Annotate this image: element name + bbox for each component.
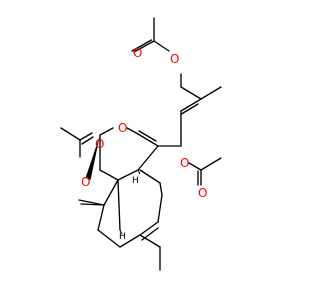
bond — [137, 133, 159, 147]
bond — [141, 227, 159, 241]
stereo-hash-bonds — [119, 169, 141, 235]
atom-label-o: O — [95, 137, 104, 151]
right-acetate-group — [188, 157, 222, 186]
carbocycle — [78, 169, 163, 271]
bond — [81, 136, 94, 145]
bond — [133, 40, 155, 53]
wedge-bond — [85, 135, 100, 180]
molecule-diagram: O O O O O O O H H — [60, 17, 222, 271]
atom-label-o: O — [81, 175, 90, 189]
atom-label-o: O — [198, 186, 207, 200]
pyran-ring — [99, 127, 159, 181]
bond — [119, 234, 141, 248]
bond — [139, 234, 161, 248]
bond — [117, 179, 121, 231]
bond — [157, 194, 163, 223]
bond — [180, 98, 202, 112]
bond — [139, 221, 159, 236]
top-acetate-group — [131, 17, 182, 88]
hash — [119, 229, 123, 235]
bond — [97, 204, 105, 231]
hash — [137, 169, 141, 175]
bond — [188, 162, 202, 171]
bond — [79, 132, 93, 141]
bond — [60, 127, 81, 141]
atom-label-o: O — [170, 52, 179, 66]
bond — [153, 40, 170, 52]
left-acetate-group — [60, 127, 100, 180]
bond — [97, 229, 121, 248]
bond — [117, 169, 139, 181]
side-chain — [157, 86, 222, 147]
bond — [99, 127, 114, 136]
bond — [138, 130, 157, 142]
bond — [159, 182, 163, 196]
atom-label-o: O — [133, 46, 142, 60]
bond — [139, 169, 161, 184]
bond — [200, 157, 222, 171]
atom-label-h: H — [132, 176, 139, 186]
bond — [103, 179, 119, 206]
bond — [80, 203, 105, 206]
bond — [180, 103, 199, 115]
atom-label-o: O — [180, 156, 189, 170]
atom-label-o: O — [118, 121, 127, 135]
bond — [99, 169, 119, 181]
atom-label-h: H — [119, 232, 126, 242]
molecule-svg: O O O O O O O H H — [60, 17, 222, 271]
bond — [200, 86, 222, 100]
bond — [131, 39, 153, 52]
bond — [126, 127, 139, 135]
bond — [180, 86, 202, 100]
bond — [137, 145, 159, 171]
